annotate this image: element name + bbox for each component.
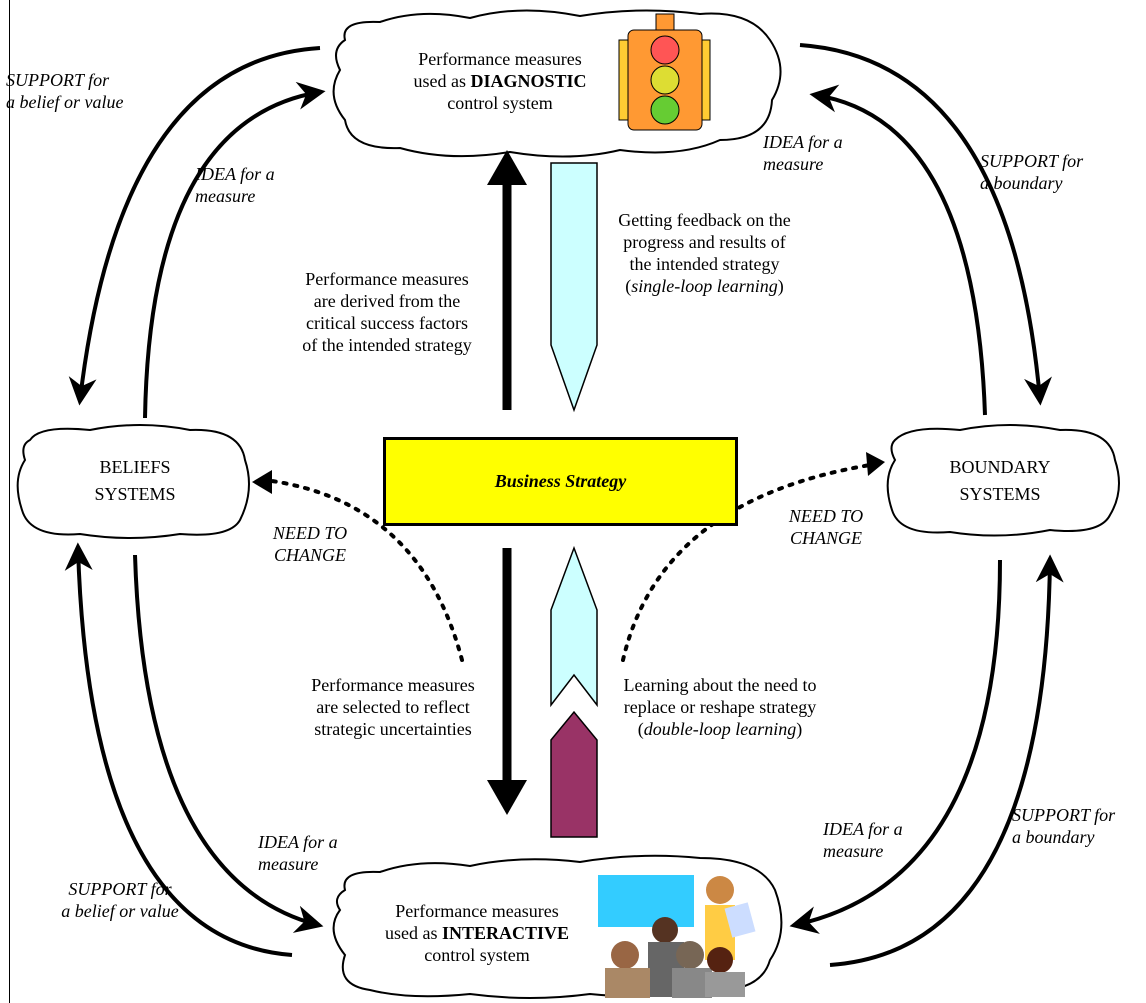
idea-measure-bottom-left-label: IDEA for a measure <box>258 832 338 874</box>
support-boundary-top-label: SUPPORT for a boundary <box>980 151 1084 193</box>
support-belief-top-arrow <box>68 46 321 406</box>
meeting-people-icon <box>598 875 756 998</box>
diagnostic-line3: control system <box>447 93 553 113</box>
diagnostic-bold: DIAGNOSTIC <box>470 71 587 91</box>
interactive-text: Performance measures used as INTERACTIVE… <box>357 900 597 966</box>
idea-measure-top-right-label: IDEA for a measure <box>763 132 843 174</box>
beliefs-line2: SYSTEMS <box>94 484 176 504</box>
double-loop-arrow <box>550 545 598 708</box>
diagnostic-line2: used as DIAGNOSTIC <box>413 71 587 91</box>
diagnostic-line1: Performance measures <box>418 49 582 69</box>
traffic-light-icon <box>618 13 711 131</box>
need-change-left-label: NEED TO CHANGE <box>272 523 348 565</box>
double-loop-base-arrow <box>550 710 598 838</box>
learning-label: Learning about the need to replace or re… <box>623 675 817 739</box>
interactive-bold: INTERACTIVE <box>441 923 570 943</box>
support-boundary-bottom-arrow <box>829 554 1064 967</box>
selected-label: Performance measures are selected to ref… <box>311 675 475 739</box>
support-belief-bottom-arrow <box>64 542 293 957</box>
support-belief-bottom-label: SUPPORT for a belief or value <box>61 879 179 921</box>
single-loop-text: single-loop learning <box>631 276 778 296</box>
interactive-line3: control system <box>424 945 530 965</box>
beliefs-text: BELIEFS SYSTEMS <box>60 456 210 505</box>
idea-measure-bottom-right-arrow <box>789 559 1002 934</box>
support-boundary-top-arrow <box>799 43 1052 406</box>
need-change-left-arrow <box>263 478 464 662</box>
support-belief-top-label: SUPPORT for a belief or value <box>6 70 124 112</box>
feedback-label: Getting feedback on the progress and res… <box>618 210 791 296</box>
idea-measure-bottom-right-label: IDEA for a measure <box>823 819 903 861</box>
double-loop-text: double-loop learning <box>643 719 797 739</box>
idea-measure-top-right-arrow <box>809 84 987 416</box>
beliefs-line1: BELIEFS <box>99 457 171 477</box>
diagnostic-text: Performance measures used as DIAGNOSTIC … <box>380 48 620 114</box>
interactive-line1: Performance measures <box>395 901 559 921</box>
business-strategy-label: Business Strategy <box>494 471 627 491</box>
support-boundary-bottom-label: SUPPORT for a boundary <box>1012 805 1116 847</box>
business-strategy-box: Business Strategy <box>383 437 738 526</box>
need-change-right-label: NEED TO CHANGE <box>788 506 864 548</box>
idea-measure-bottom-left-arrow <box>133 554 324 933</box>
boundary-text: BOUNDARY SYSTEMS <box>925 456 1075 505</box>
idea-measure-top-left-label: IDEA for a measure <box>195 164 275 206</box>
derived-label: Performance measures are derived from th… <box>302 269 472 355</box>
boundary-line2: SYSTEMS <box>959 484 1041 504</box>
boundary-line1: BOUNDARY <box>949 457 1051 477</box>
single-loop-arrow <box>550 162 598 413</box>
need-change-right-arrow <box>621 463 872 662</box>
boundary-cloud <box>886 424 1120 537</box>
left-border-line <box>9 0 10 1003</box>
beliefs-cloud <box>16 424 250 539</box>
idea-measure-top-left-arrow <box>143 81 326 419</box>
interactive-line2: used as INTERACTIVE <box>384 923 570 943</box>
